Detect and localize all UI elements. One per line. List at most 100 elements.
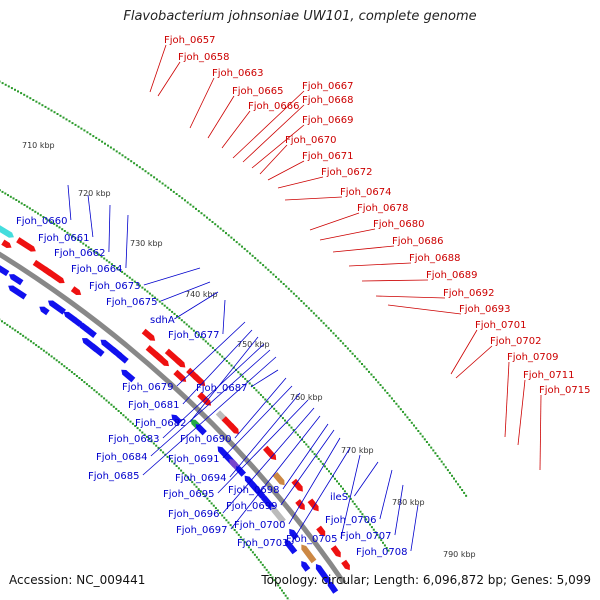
track-dot (95, 391, 98, 394)
track-dot (61, 228, 64, 231)
reverse-gene-label: Fjoh_0697 (176, 525, 227, 536)
reverse-gene-label: Fjoh_0661 (38, 233, 89, 244)
track-dot (307, 307, 310, 310)
track-dot (4, 83, 7, 86)
reverse-gene-glyph (39, 306, 50, 316)
track-dot (310, 309, 313, 312)
track-dot (147, 172, 150, 175)
track-dot (267, 268, 270, 271)
track-dot (129, 420, 132, 423)
forward-label-leader (539, 394, 542, 471)
track-dot (330, 472, 332, 475)
reverse-label-leader (410, 504, 419, 552)
track-dot (173, 462, 176, 465)
track-dot (47, 219, 50, 222)
reverse-label-leader (229, 392, 301, 478)
track-dot (136, 282, 139, 285)
reverse-gene-glyph (8, 285, 27, 300)
reverse-label-leader (150, 349, 271, 457)
track-dot (259, 561, 262, 564)
track-dot (408, 419, 411, 421)
track-dot (58, 361, 61, 364)
track-dot (88, 385, 91, 388)
track-dot (211, 346, 214, 349)
forward-gene-glyph (0, 224, 14, 238)
track-dot (344, 345, 347, 347)
track-dot (171, 310, 174, 313)
track-dot (325, 324, 328, 327)
track-dot (353, 503, 356, 505)
reverse-label-leader (234, 377, 287, 439)
track-dot (9, 325, 11, 328)
track-dot (349, 350, 352, 353)
track-dot (221, 355, 224, 358)
track-dot (237, 533, 240, 536)
track-dot (203, 214, 206, 217)
track-dot (262, 264, 265, 267)
track-dot (131, 278, 134, 281)
track-dot (199, 490, 202, 493)
track-dot (161, 182, 164, 185)
track-dot (167, 186, 170, 189)
track-dot (123, 272, 126, 275)
track-dot (59, 114, 62, 117)
track-dot (175, 193, 178, 195)
track-dot (90, 248, 93, 251)
forward-label-leader (361, 279, 429, 282)
track-dot (44, 105, 47, 108)
track-dot (105, 259, 108, 262)
track-dot (349, 497, 352, 500)
track-dot (145, 435, 148, 438)
track-dot (277, 412, 280, 415)
reverse-gene-label: Fjoh_0703 (237, 538, 288, 549)
track-dot (461, 489, 464, 491)
track-dot (219, 512, 222, 514)
track-dot (246, 380, 249, 383)
track-dot (248, 382, 251, 385)
track-dot (48, 353, 50, 356)
scale-label: 760 kbp (290, 393, 323, 402)
track-dot (438, 457, 441, 460)
track-dot (53, 111, 56, 114)
forward-gene-label: Fjoh_0688 (409, 253, 460, 264)
track-dot (257, 558, 260, 561)
forward-label-leader (221, 110, 251, 149)
track-dot (29, 97, 32, 100)
reverse-gene-label: Fjoh_0695 (163, 489, 214, 500)
track-dot (157, 446, 160, 449)
track-dot (338, 482, 340, 485)
track-dot (233, 238, 235, 241)
track-dot (267, 571, 270, 574)
reverse-gene-label: ileS (330, 492, 348, 503)
track-dot (40, 347, 43, 350)
track-dot (42, 349, 45, 352)
track-dot (143, 288, 146, 291)
track-dot (77, 239, 80, 241)
track-dot (302, 302, 305, 305)
track-dot (109, 146, 112, 149)
track-dot (247, 546, 250, 549)
forward-gene-label: Fjoh_0667 (302, 81, 353, 92)
forward-gene-label: Fjoh_0671 (302, 151, 353, 162)
dotted-tracks (0, 80, 468, 600)
track-dot (172, 190, 175, 193)
forward-gene-glyph (291, 478, 303, 492)
track-dot (369, 523, 371, 526)
forward-gene-label: Fjoh_0670 (285, 135, 336, 146)
reverse-gene-label: Fjoh_0698 (228, 485, 279, 496)
track-dot (74, 123, 77, 126)
reverse-gene-glyph (327, 580, 339, 594)
track-dot (79, 240, 82, 243)
track-dot (459, 486, 462, 489)
track-dot (71, 122, 74, 125)
reverse-gene-label: Fjoh_0660 (16, 216, 67, 227)
track-dot (417, 430, 420, 432)
track-dot (337, 337, 340, 340)
track-dot (272, 273, 275, 276)
track-dot (355, 505, 358, 508)
track-dot (423, 438, 426, 441)
track-dot (34, 210, 37, 213)
reverse-label-leader (142, 356, 277, 476)
track-dot (130, 160, 133, 163)
track-dot (192, 329, 195, 332)
